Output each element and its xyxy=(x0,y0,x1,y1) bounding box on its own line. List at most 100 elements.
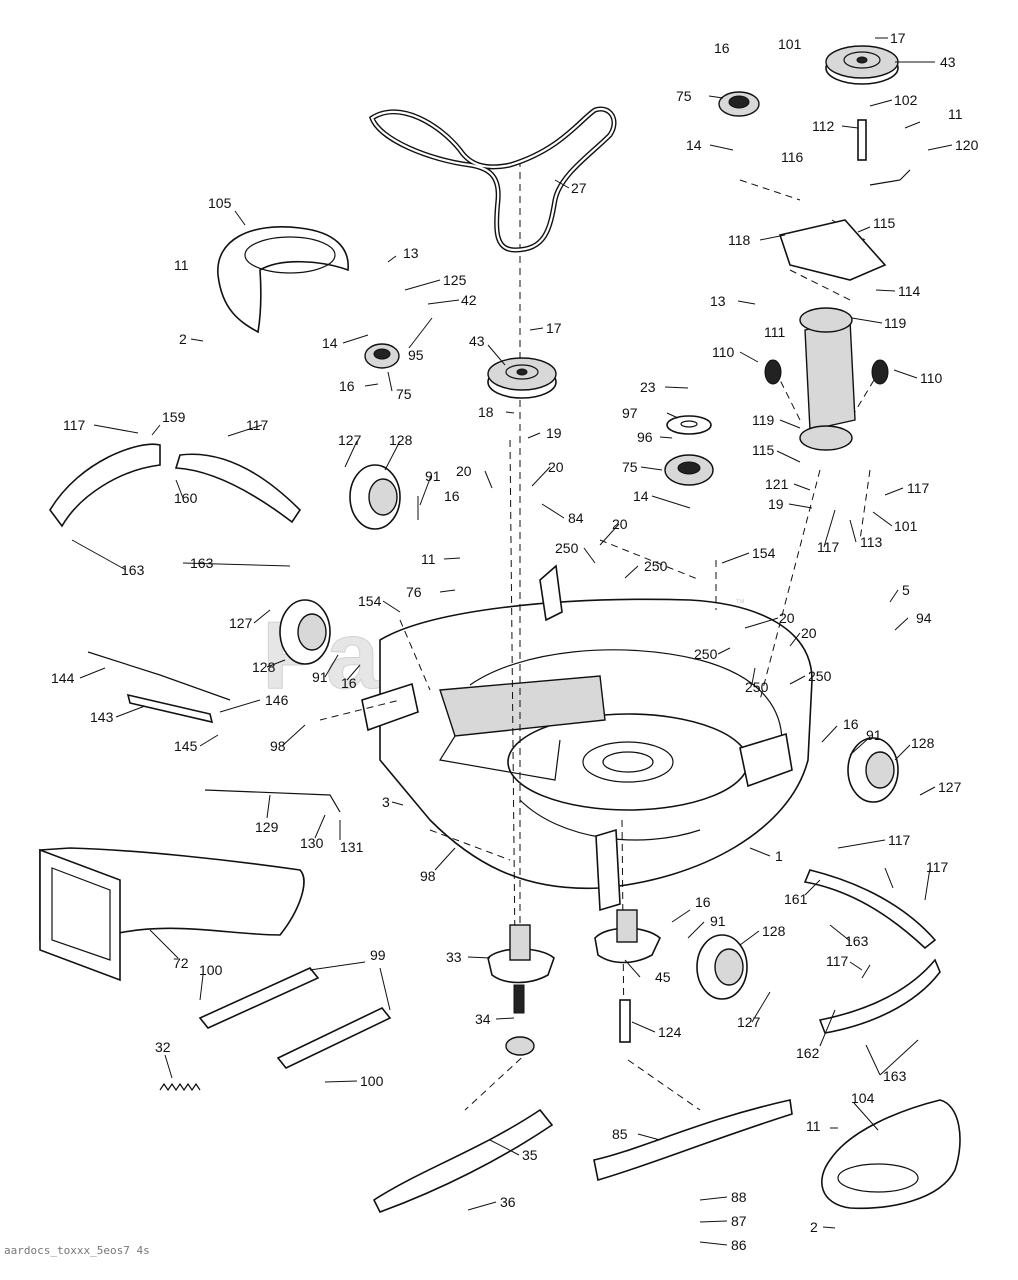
callout-117: 117 xyxy=(63,417,86,433)
callout-91: 91 xyxy=(425,468,441,484)
callout-84: 84 xyxy=(568,510,584,526)
callout-144: 144 xyxy=(51,670,75,686)
link-rod xyxy=(204,789,341,813)
callout-250: 250 xyxy=(694,646,718,662)
callout-11: 11 xyxy=(806,1118,821,1134)
callout-91: 91 xyxy=(710,913,726,929)
callout-14: 14 xyxy=(322,335,338,351)
callout-16: 16 xyxy=(843,716,859,732)
callout-163: 163 xyxy=(121,562,145,578)
callout-125: 125 xyxy=(443,272,467,288)
callout-117: 117 xyxy=(888,832,911,848)
gauge-wheel-3 xyxy=(847,737,899,803)
callout-34: 34 xyxy=(475,1011,491,1027)
callout-11: 11 xyxy=(421,551,436,567)
callout-129: 129 xyxy=(255,819,279,835)
gauge-wheel-4 xyxy=(696,934,748,1000)
idler-pulley-left xyxy=(364,343,400,369)
callout-13: 13 xyxy=(710,293,726,309)
callout-32: 32 xyxy=(155,1039,171,1055)
gauge-wheel-2 xyxy=(279,599,331,665)
callout-88: 88 xyxy=(731,1189,747,1205)
callout-1: 1 xyxy=(775,848,783,864)
callout-27: 27 xyxy=(571,180,587,196)
callout-116: 116 xyxy=(781,149,804,165)
callout-250: 250 xyxy=(745,679,769,695)
blade-left xyxy=(372,1108,554,1213)
callout-20: 20 xyxy=(779,610,795,626)
callout-117: 117 xyxy=(907,480,930,496)
footer-code: aardocs_toxxx_5eos7 4s xyxy=(4,1244,150,1257)
callout-19: 19 xyxy=(546,425,562,441)
callout-117: 117 xyxy=(826,953,849,969)
callout-5: 5 xyxy=(902,582,910,598)
callout-127: 127 xyxy=(338,432,362,448)
callout-105: 105 xyxy=(208,195,232,211)
callout-112: 112 xyxy=(812,118,835,134)
callout-98: 98 xyxy=(420,868,436,884)
callout-100: 100 xyxy=(199,962,223,978)
callout-118: 118 xyxy=(728,232,751,248)
callout-11: 11 xyxy=(174,257,189,273)
mower-deck-housing xyxy=(361,564,813,912)
callout-43: 43 xyxy=(940,54,956,70)
callout-42: 42 xyxy=(461,292,477,308)
callout-102: 102 xyxy=(894,92,918,108)
callout-163: 163 xyxy=(845,933,869,949)
callout-35: 35 xyxy=(522,1147,538,1163)
alignment-lines xyxy=(319,160,881,1111)
callout-86: 86 xyxy=(731,1237,747,1253)
callout-119: 119 xyxy=(884,315,907,331)
callout-124: 124 xyxy=(658,1024,682,1040)
callout-98: 98 xyxy=(270,738,286,754)
adjust-rod xyxy=(87,651,231,724)
idler-pulley-top xyxy=(718,91,760,117)
callout-16: 16 xyxy=(695,894,711,910)
leader-lines xyxy=(71,37,953,1246)
callout-104: 104 xyxy=(851,1090,875,1106)
callout-17: 17 xyxy=(890,30,906,46)
callout-128: 128 xyxy=(389,432,413,448)
callout-94: 94 xyxy=(916,610,932,626)
callout-128: 128 xyxy=(252,659,276,675)
callout-250: 250 xyxy=(555,540,579,556)
callout-100: 100 xyxy=(360,1073,384,1089)
callout-161: 161 xyxy=(784,891,808,907)
callout-14: 14 xyxy=(686,137,702,153)
callout-119: 119 xyxy=(752,412,775,428)
pulley-center xyxy=(487,357,557,399)
gauge-wheel-1 xyxy=(349,464,401,530)
callout-101: 101 xyxy=(778,36,802,52)
callout-154: 154 xyxy=(752,545,776,561)
callout-18: 18 xyxy=(478,404,494,420)
tension-spring xyxy=(159,1082,201,1092)
callout-127: 127 xyxy=(229,615,253,631)
callout-17: 17 xyxy=(546,320,562,336)
callout-16: 16 xyxy=(714,40,730,56)
callout-127: 127 xyxy=(938,779,962,795)
belt-guard-left xyxy=(217,226,349,334)
callout-16: 16 xyxy=(444,488,460,504)
callout-160: 160 xyxy=(174,490,198,506)
callout-2: 2 xyxy=(179,331,187,347)
callout-117: 117 xyxy=(246,417,269,433)
gearbox xyxy=(764,119,911,451)
callout-128: 128 xyxy=(762,923,786,939)
callout-20: 20 xyxy=(548,459,564,475)
callout-115: 115 xyxy=(752,442,775,458)
deck-lift-arms xyxy=(198,967,392,1069)
callout-159: 159 xyxy=(162,409,186,425)
callout-33: 33 xyxy=(446,949,462,965)
callout-87: 87 xyxy=(731,1213,747,1229)
callout-23: 23 xyxy=(640,379,656,395)
callout-20: 20 xyxy=(612,516,628,532)
callout-75: 75 xyxy=(396,386,412,402)
callout-19: 19 xyxy=(768,496,784,512)
callout-111: 111 xyxy=(764,324,785,340)
callout-36: 36 xyxy=(500,1194,516,1210)
discharge-chute xyxy=(39,847,305,982)
callout-113: 113 xyxy=(860,534,883,550)
callout-110: 110 xyxy=(712,344,735,360)
callout-120: 120 xyxy=(955,137,979,153)
